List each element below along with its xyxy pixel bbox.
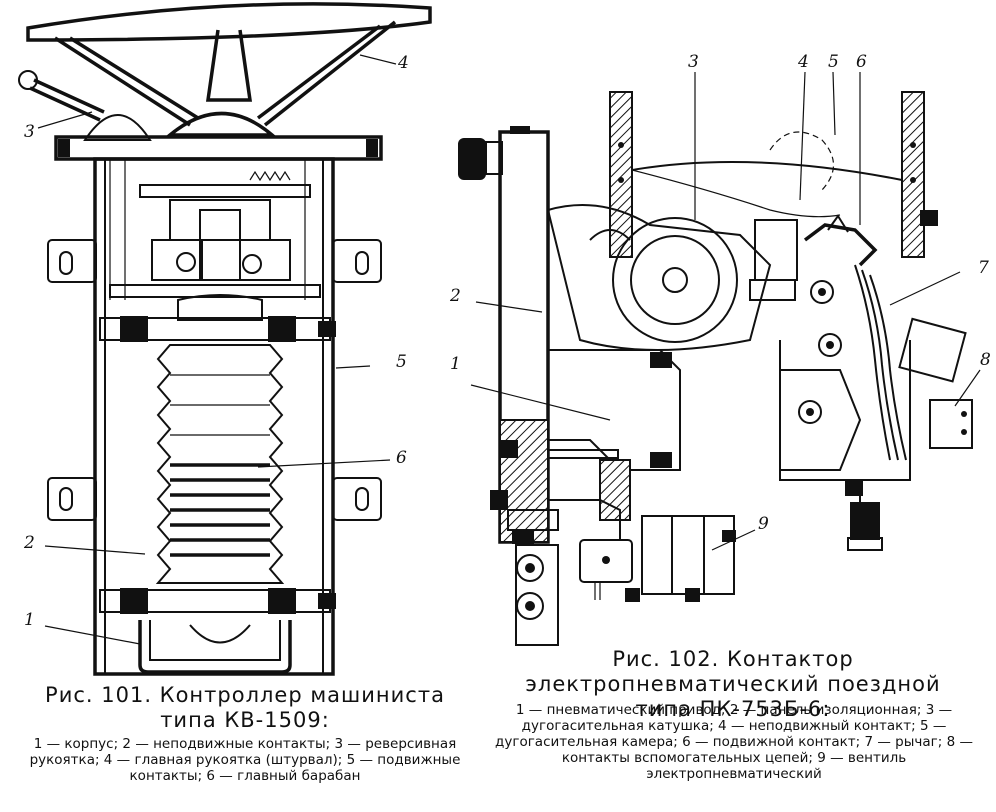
cam-mechanism [110,160,320,300]
callout-4: 4 [398,53,409,73]
arc-coil [548,205,797,350]
callout-7: 7 [978,258,989,278]
callout-8: 8 [980,350,991,370]
reverse-handle [19,71,150,140]
pneumatic-drive [500,350,680,542]
contactor-drawing [458,40,996,812]
figure-101: 1 2 3 4 5 6 Рис. 101. Контроллер машинис… [0,0,480,812]
callout-1: 1 [450,354,461,374]
figure-102: 1 2 3 4 5 6 7 8 9 Рис. 102. Контактор эл… [450,40,996,812]
callout-2: 2 [450,286,461,306]
callout-3: 3 [688,52,699,72]
contacts-and-lever [780,216,910,480]
base-connectors [490,480,882,645]
callout-5: 5 [396,352,407,372]
callout-3: 3 [24,122,35,142]
figure-101-legend: 1 — корпус; 2 — неподвижные контакты; 3 … [29,736,461,784]
figure-101-title: Рис. 101. Контроллер машиниста типа КВ-1… [45,683,445,732]
callout-4: 4 [798,52,809,72]
callout-6: 6 [396,448,407,468]
controller-drawing [0,0,480,812]
main-drum [140,295,290,672]
figure-102-legend: 1 — пневматический привод; 2 — панель из… [495,702,973,782]
fig102-leaders [471,72,980,550]
callout-6: 6 [856,52,867,72]
callout-1: 1 [24,610,35,630]
fig101-leaders [38,55,396,644]
contact-rows [100,316,336,614]
callout-2: 2 [24,533,35,553]
housing [48,159,381,674]
callout-9: 9 [758,514,769,534]
callout-5: 5 [828,52,839,72]
insulating-panel [458,126,548,542]
arc-chute [610,92,924,257]
figure-102-title: Рис. 102. Контактор электропневматически… [525,647,941,721]
handwheel [28,4,430,135]
ep-valve [580,516,736,602]
auxiliary-contacts [899,210,972,448]
